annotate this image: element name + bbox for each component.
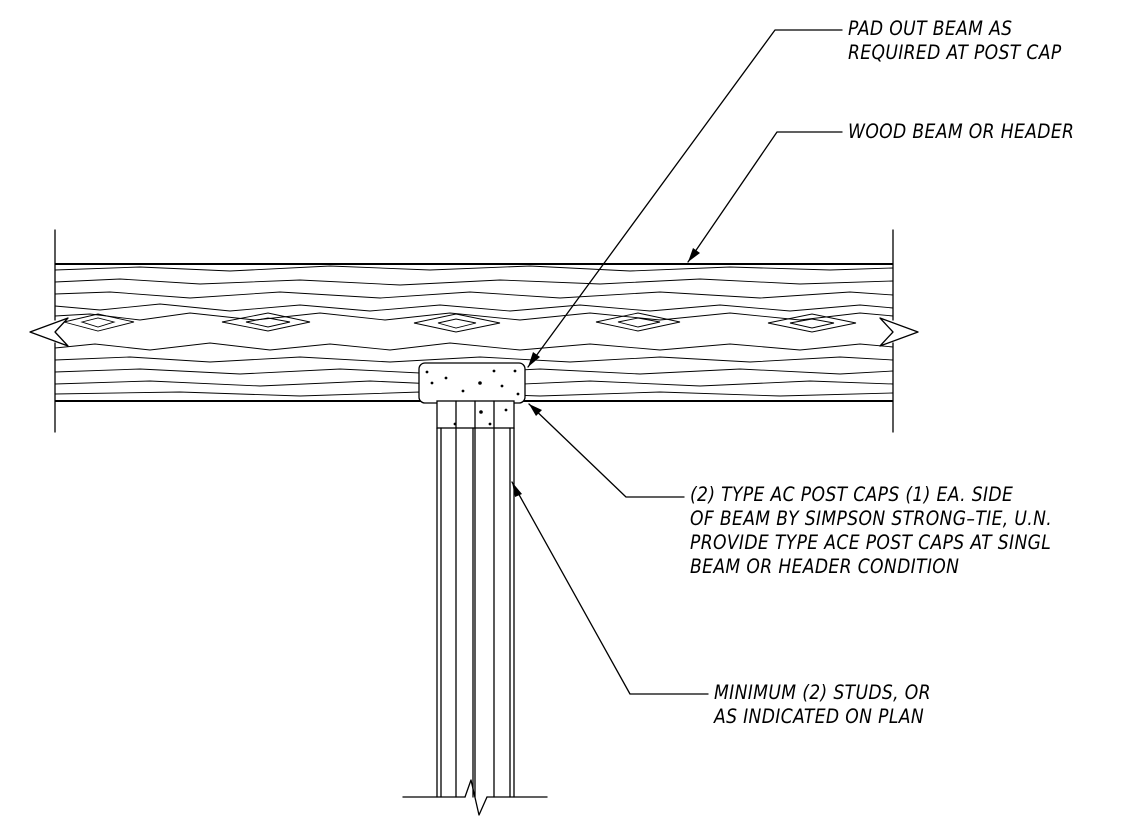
arrow-post-caps (529, 404, 542, 416)
knot-2 (221, 312, 311, 332)
post-cap (418, 362, 526, 429)
note-post-caps-line-1: (2) TYPE AC POST CAPS (1) EA. SIDE (690, 483, 1014, 506)
arrow-wood-beam (688, 248, 700, 262)
note-post-caps-line-3: PROVIDE TYPE ACE POST CAPS AT SINGL (690, 531, 1052, 554)
note-post-caps-line-4: BEAM OR HEADER CONDITION (690, 555, 960, 578)
knot-4 (595, 312, 681, 332)
knot-5 (767, 313, 857, 333)
note-wood-beam-line-1: WOOD BEAM OR HEADER (848, 120, 1075, 143)
note-studs: MINIMUM (2) STUDS, OR AS INDICATED ON PL… (714, 681, 931, 729)
note-wood-beam: WOOD BEAM OR HEADER (848, 120, 1074, 144)
note-studs-line-1: MINIMUM (2) STUDS, OR (714, 681, 931, 704)
beam-break-left (29, 317, 69, 347)
knot-3 (413, 313, 501, 333)
note-studs-line-2: AS INDICATED ON PLAN (714, 705, 925, 728)
post-cap-nails (425, 369, 520, 426)
leader-studs (511, 481, 709, 695)
leader-pad-out (527, 29, 843, 368)
beam-break-right (879, 317, 919, 347)
note-pad-out-line-1: PAD OUT BEAM AS (848, 17, 1013, 40)
note-pad-out-beam: PAD OUT BEAM AS REQUIRED AT POST CAP (848, 17, 1062, 65)
arrow-studs (512, 482, 522, 497)
leaders (511, 29, 843, 695)
note-post-caps-line-2: OF BEAM BY SIMPSON STRONG–TIE, U.N. (690, 507, 1053, 530)
studs-post (402, 400, 548, 816)
knot-1 (63, 313, 135, 332)
note-pad-out-line-2: REQUIRED AT POST CAP (848, 41, 1062, 64)
arrow-pad-out (528, 352, 540, 367)
post-cap-upper-plate (418, 362, 526, 404)
leader-wood-beam (687, 131, 843, 263)
note-post-caps: (2) TYPE AC POST CAPS (1) EA. SIDE OF BE… (690, 483, 1052, 579)
leader-post-caps (528, 403, 685, 498)
post-break-symbol (464, 779, 488, 816)
